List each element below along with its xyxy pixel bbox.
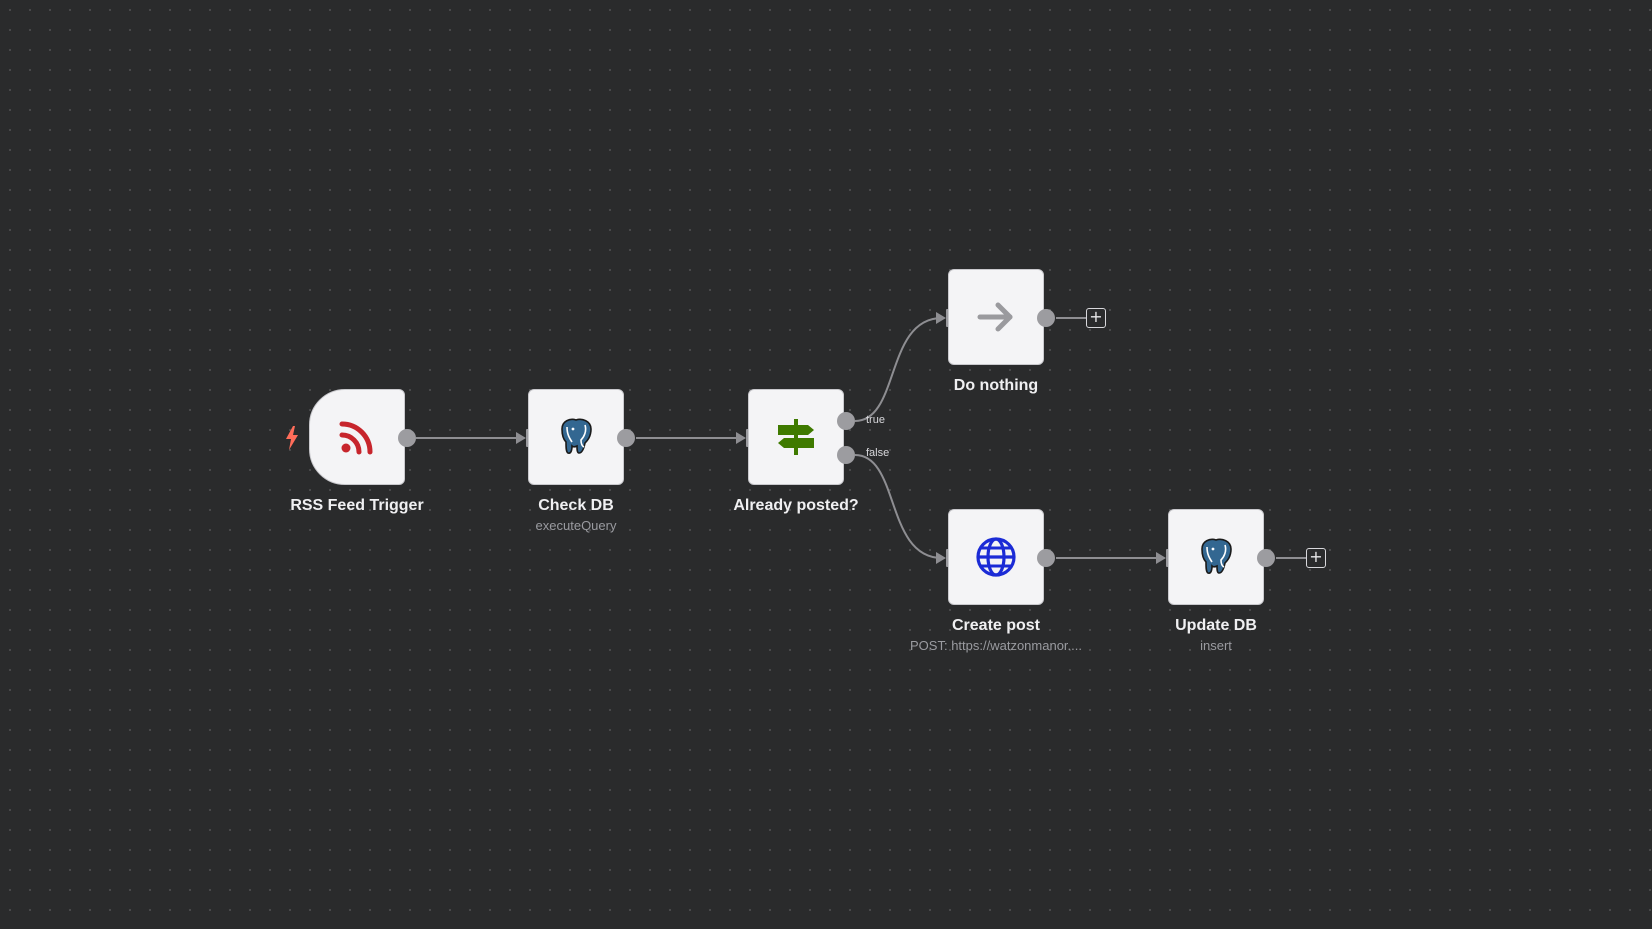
node-do-nothing[interactable] [948,269,1044,365]
branch-label-false: false [866,447,890,459]
node-subtitle: POST: https://watzonmanor.... [910,638,1082,653]
rss-icon [335,415,379,459]
node-label: Do nothing [953,377,1039,394]
node-label: Update DB [1175,617,1257,634]
trigger-bolt-icon [284,426,300,450]
node-label: RSS Feed Trigger [290,497,424,514]
output-handle[interactable] [1257,549,1275,567]
output-handle[interactable] [1037,549,1055,567]
add-node-button[interactable]: + [1306,548,1326,568]
signpost-icon [774,415,818,459]
output-handle-true[interactable] [837,412,855,430]
arrowhead [1156,552,1166,564]
output-handle[interactable] [1037,309,1055,327]
node-subtitle: executeQuery [535,518,617,533]
output-handle[interactable] [617,429,635,447]
node-subtitle: insert [1200,638,1232,653]
arrowhead [736,432,746,444]
node-label: Create post [951,617,1041,634]
node-label: Already posted? [733,497,859,514]
arrow-right-icon [974,295,1018,339]
globe-icon [974,535,1018,579]
node-create-post[interactable] [948,509,1044,605]
node-already-posted[interactable] [748,389,844,485]
postgres-elephant-icon [1194,535,1238,579]
connection-if-false-createpost [854,454,943,559]
arrowhead [936,312,946,324]
output-handle-false[interactable] [837,446,855,464]
branch-label-true: true [866,414,885,426]
connection-if-true-noop [854,317,943,422]
postgres-elephant-icon [554,415,598,459]
node-label: Check DB [538,497,614,514]
node-rss-feed-trigger[interactable] [309,389,405,485]
arrowhead [516,432,526,444]
node-check-db[interactable] [528,389,624,485]
node-update-db[interactable] [1168,509,1264,605]
output-handle[interactable] [398,429,416,447]
add-node-button[interactable]: + [1086,308,1106,328]
arrowhead [936,552,946,564]
